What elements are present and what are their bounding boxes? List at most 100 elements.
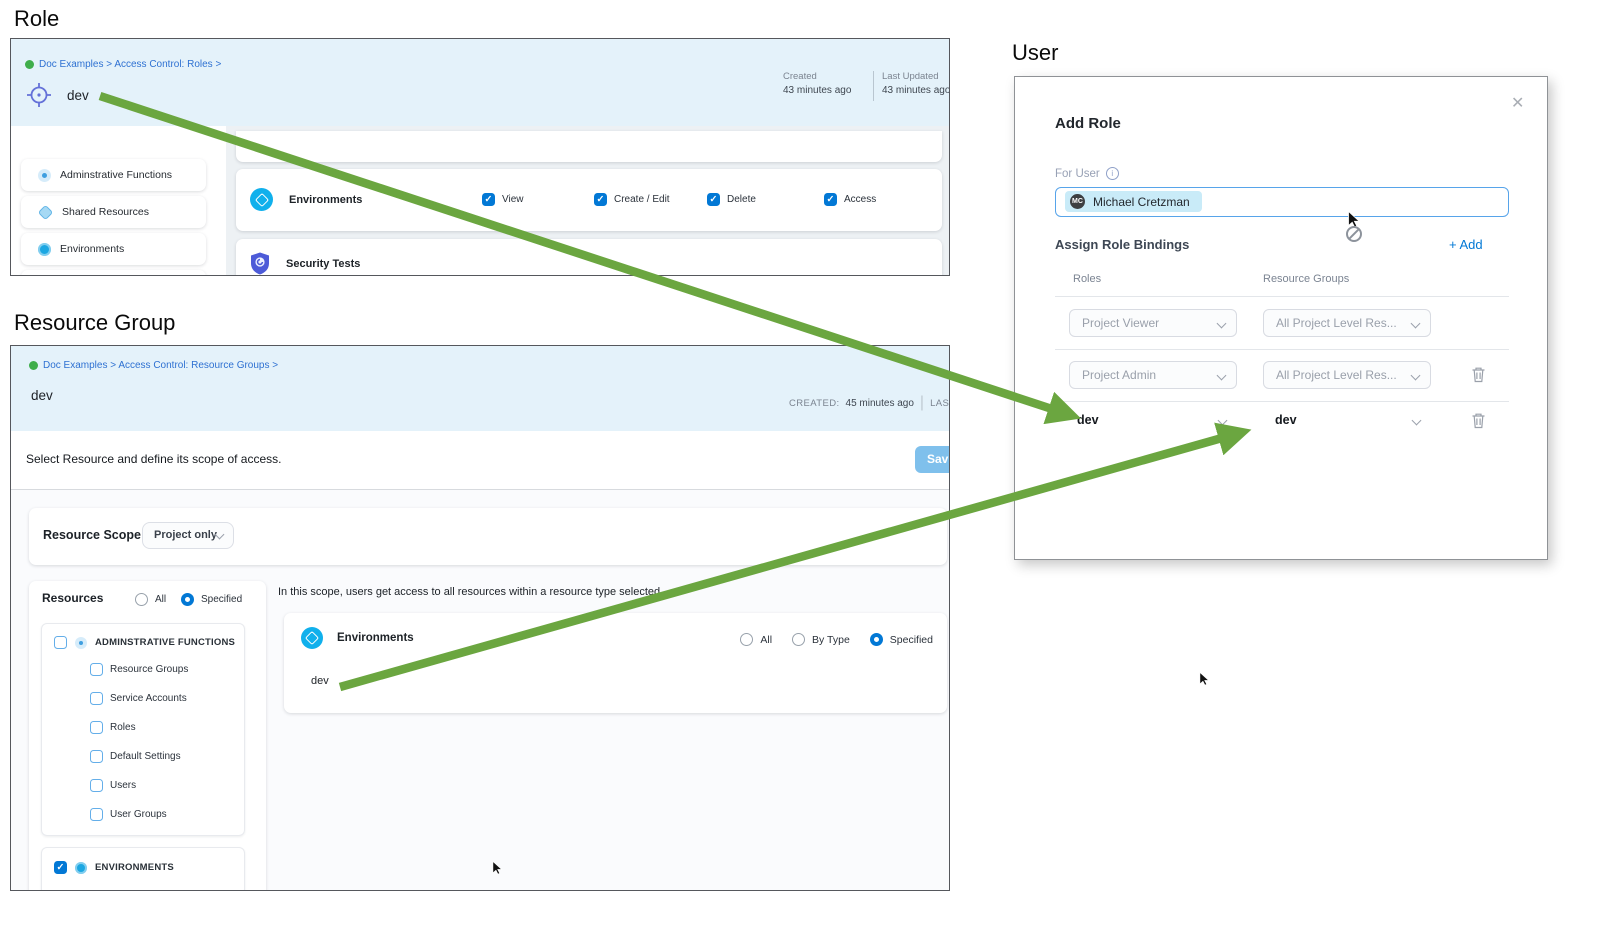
- resources-radio-all[interactable]: All: [135, 593, 166, 606]
- radio-all[interactable]: [135, 593, 148, 606]
- tree-parent-row[interactable]: ADMINSTRATIVE FUNCTIONS: [54, 636, 235, 649]
- resource-group-section-heading: Resource Group: [14, 310, 176, 335]
- checkbox-environments[interactable]: ✓: [54, 861, 67, 874]
- user-chip-name: Michael Cretzman: [1093, 194, 1190, 209]
- checkbox-default-settings[interactable]: [90, 750, 103, 763]
- last-updated-label: Last Updated: [882, 71, 939, 82]
- resource-group-select[interactable]: All Project Level Res...: [1263, 361, 1431, 389]
- tree-item-roles[interactable]: Roles: [90, 721, 136, 734]
- add-binding-button[interactable]: + Add: [1449, 237, 1483, 252]
- checkbox-roles[interactable]: [90, 721, 103, 734]
- permission-create-edit[interactable]: ✓ Create / Edit: [594, 193, 670, 206]
- resources-card: Resources All Specified ADMINSTRATIVE FU…: [29, 581, 266, 890]
- sidebar-item-partial[interactable]: [21, 270, 206, 275]
- mouse-cursor: [492, 861, 503, 875]
- resource-scope-card: Resource Scope Project only: [29, 508, 947, 565]
- permission-resource-label: Security Tests: [286, 257, 361, 270]
- checkbox-resource-groups[interactable]: [90, 663, 103, 676]
- tree-item-resource-groups[interactable]: Resource Groups: [90, 663, 188, 676]
- tree-item-label: Service Accounts: [110, 693, 187, 704]
- checkbox-view[interactable]: ✓: [482, 193, 495, 206]
- checkbox-users[interactable]: [90, 779, 103, 792]
- meta-divider: [873, 71, 874, 101]
- rg-subheader-text: Select Resource and define its scope of …: [26, 452, 282, 466]
- tree-item-service-accounts[interactable]: Service Accounts: [90, 692, 187, 705]
- resource-group-select-dev[interactable]: dev: [1275, 413, 1297, 427]
- rg-meta: CREATED: 45 minutes ago | LAST UPD: [789, 394, 950, 412]
- role-section-heading: Role: [14, 6, 60, 31]
- close-icon[interactable]: ✕: [1511, 95, 1525, 112]
- rg-last-updated-label: LAST UPD: [930, 397, 950, 409]
- table-divider: [1055, 349, 1509, 350]
- delete-binding-icon[interactable]: [1471, 412, 1486, 429]
- permission-view[interactable]: ✓ View: [482, 193, 524, 206]
- environments-icon: [250, 188, 273, 211]
- sidebar-item-environments[interactable]: Environments: [21, 233, 206, 265]
- rg-breadcrumb[interactable]: Doc Examples > Access Control: Resource …: [29, 360, 278, 371]
- scope-radio-specified[interactable]: Specified: [869, 633, 933, 646]
- checkbox-admin-functions[interactable]: [54, 636, 67, 649]
- select-value: Project Viewer: [1082, 316, 1160, 330]
- chevron-down-icon[interactable]: [1217, 415, 1228, 426]
- radio-by-type[interactable]: [792, 633, 806, 646]
- sidebar-item-administrative-functions[interactable]: Adminstrative Functions: [21, 159, 206, 191]
- administrative-functions-icon: [38, 168, 51, 182]
- tree-environments-label: ENVIRONMENTS: [95, 862, 174, 873]
- checkbox-service-accounts[interactable]: [90, 692, 103, 705]
- environments-tree-card: ✓ ENVIRONMENTS: [41, 847, 245, 890]
- permission-delete[interactable]: ✓ Delete: [707, 193, 756, 206]
- resources-label: Resources: [42, 591, 104, 605]
- resource-scope-label: Resource Scope: [43, 528, 141, 542]
- radio-all[interactable]: [740, 633, 754, 646]
- info-icon[interactable]: i: [1105, 167, 1119, 180]
- tree-item-users[interactable]: Users: [90, 779, 136, 792]
- checkbox-label: View: [502, 194, 524, 205]
- tree-item-user-groups[interactable]: User Groups: [90, 808, 167, 821]
- tree-item-default-settings[interactable]: Default Settings: [90, 750, 181, 763]
- rg-created-value: 45 minutes ago: [845, 397, 914, 409]
- checkbox-access[interactable]: ✓: [824, 193, 837, 206]
- created-value: 43 minutes ago: [783, 85, 852, 96]
- role-select-project-viewer[interactable]: Project Viewer: [1069, 309, 1237, 337]
- user-chip[interactable]: MC Michael Cretzman: [1065, 191, 1202, 212]
- role-select-project-admin[interactable]: Project Admin: [1069, 361, 1237, 389]
- rg-title: dev: [31, 388, 53, 403]
- resource-scope-dropdown[interactable]: Project only: [142, 522, 234, 549]
- role-breadcrumb-text[interactable]: Doc Examples > Access Control: Roles >: [39, 59, 222, 70]
- add-role-modal: ✕ Add Role For User i MC Michael Cretzma…: [1014, 76, 1548, 560]
- sidebar-item-shared-resources[interactable]: Shared Resources: [21, 196, 206, 228]
- checkbox-label: Delete: [727, 194, 756, 205]
- checkbox-delete[interactable]: ✓: [707, 193, 720, 206]
- shared-resources-icon: [37, 204, 54, 220]
- rg-breadcrumb-text[interactable]: Doc Examples > Access Control: Resource …: [43, 360, 279, 371]
- role-select-dev[interactable]: dev: [1077, 413, 1099, 427]
- role-breadcrumb[interactable]: Doc Examples > Access Control: Roles >: [25, 59, 221, 70]
- permission-access[interactable]: ✓ Access: [824, 193, 876, 206]
- permission-resource-label: Environments: [289, 193, 363, 206]
- checkbox-create-edit[interactable]: ✓: [594, 193, 607, 206]
- for-user-input[interactable]: MC Michael Cretzman: [1055, 187, 1509, 217]
- save-button[interactable]: Sav: [915, 446, 949, 473]
- tree-parent-label: ADMINSTRATIVE FUNCTIONS: [95, 637, 236, 648]
- scope-radio-all[interactable]: All: [740, 633, 772, 646]
- role-title: dev: [67, 87, 89, 103]
- resource-group-select[interactable]: All Project Level Res...: [1263, 309, 1431, 337]
- admin-functions-tree-card: ADMINSTRATIVE FUNCTIONS Resource Groups …: [41, 623, 245, 836]
- resource-group-panel: Doc Examples > Access Control: Resource …: [10, 345, 950, 891]
- role-meta: Created 43 minutes ago Last Updated 43 m…: [783, 71, 949, 101]
- security-tests-icon: [251, 252, 269, 275]
- rg-subheader-bar: Select Resource and define its scope of …: [11, 431, 949, 489]
- select-value: Project Admin: [1082, 368, 1157, 382]
- chevron-down-icon[interactable]: [1411, 415, 1422, 426]
- scope-radio-by-type[interactable]: By Type: [792, 633, 850, 646]
- permissions-card-partial: [236, 131, 942, 162]
- delete-binding-icon[interactable]: [1471, 366, 1486, 383]
- checkbox-user-groups[interactable]: [90, 808, 103, 821]
- environments-icon: [75, 861, 87, 874]
- resources-radio-specified[interactable]: Specified: [181, 593, 242, 606]
- sidebar-item-label: Shared Resources: [62, 206, 149, 218]
- radio-specified[interactable]: [869, 633, 883, 646]
- radio-specified[interactable]: [181, 593, 194, 606]
- tree-environments-row[interactable]: ✓ ENVIRONMENTS: [54, 861, 174, 874]
- administrative-functions-icon: [75, 636, 87, 649]
